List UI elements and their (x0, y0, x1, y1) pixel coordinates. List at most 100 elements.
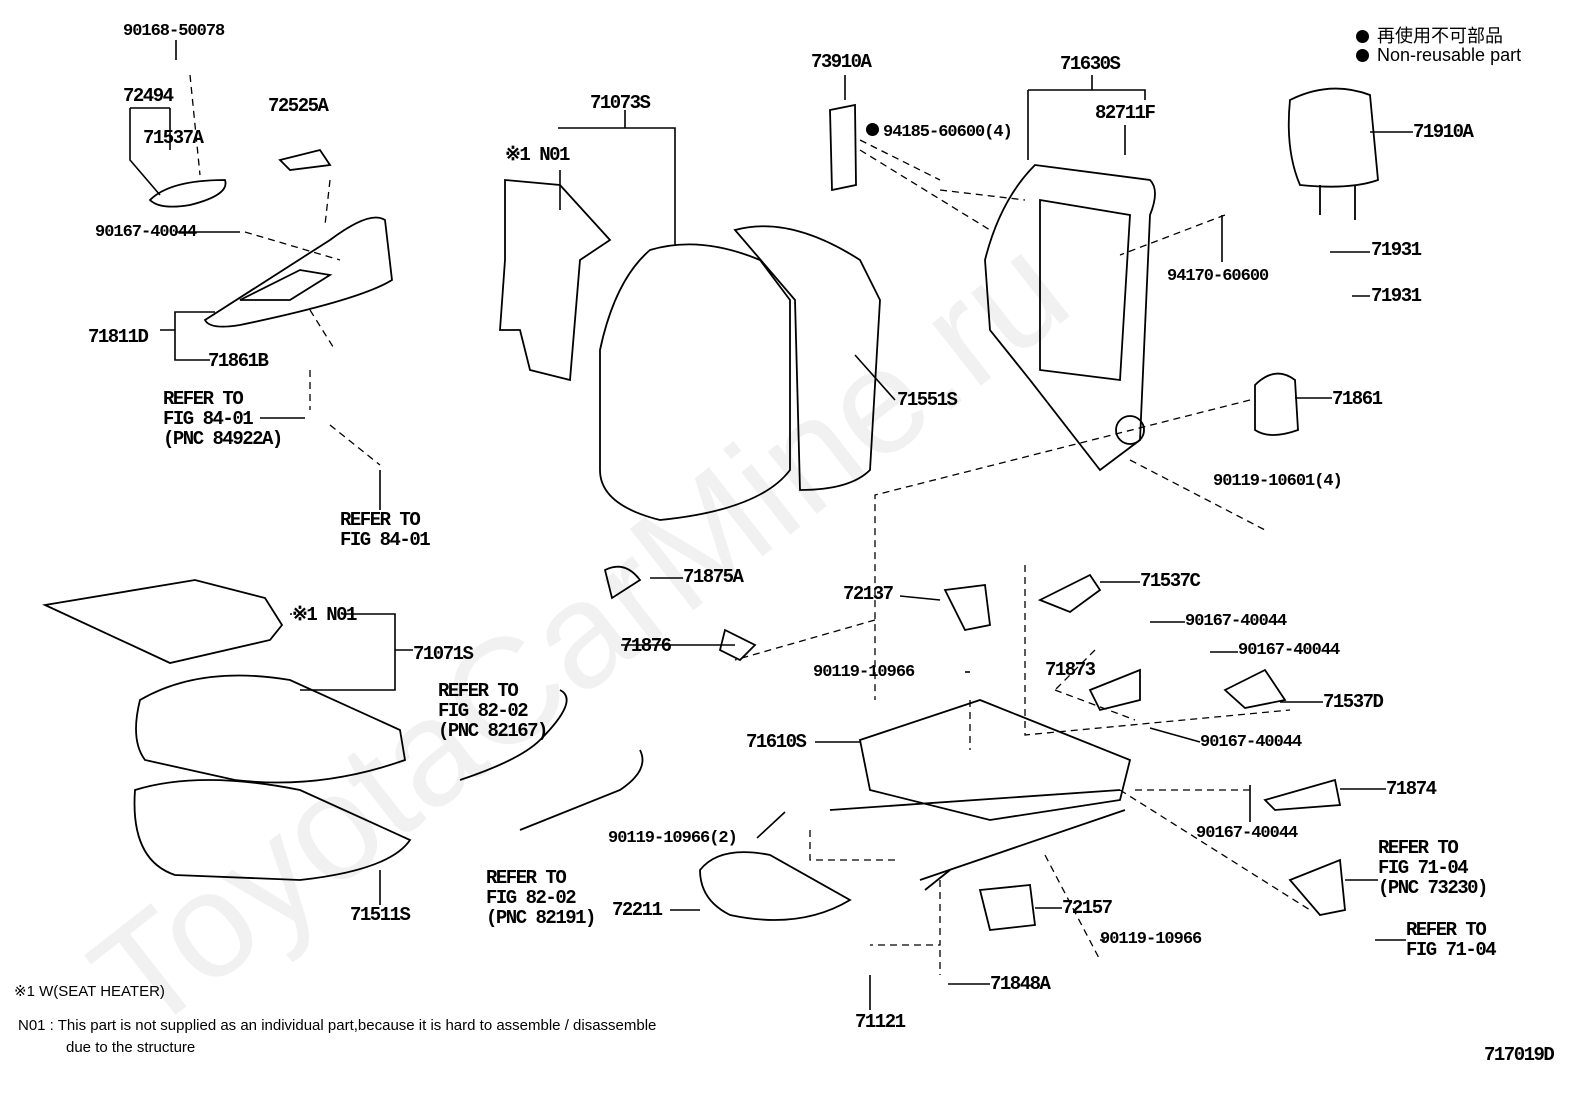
part-label: 72494 (123, 85, 174, 107)
part-label: (PNC 84922A) (163, 428, 283, 450)
filled-circle-icon (1356, 49, 1369, 62)
part-label: (PNC 82167) (438, 721, 548, 741)
part-label: 90119-10966(2) (608, 829, 738, 849)
non-reusable-bullet-icon (866, 123, 879, 136)
footnote-seat-heater: ※1 W(SEAT HEATER) (14, 983, 165, 1000)
part-label-text: 90167-40044 (1238, 641, 1340, 660)
part-label: 71876 (621, 636, 672, 656)
part-label: 72157 (1062, 897, 1113, 919)
part-label: 71910A (1413, 121, 1474, 143)
part-label: 82711F (1095, 103, 1156, 123)
seatback-board (499, 179, 612, 382)
part-label-text: (PNC 73230) (1378, 877, 1488, 899)
part-label: REFER TO (163, 388, 244, 410)
part-label: ※1 N01 (292, 604, 357, 626)
part-label: REFER TO (438, 681, 519, 701)
cushion-pad (133, 779, 412, 881)
armrest-cover (203, 216, 393, 328)
part-label-text: FIG 71-04 (1406, 939, 1497, 961)
part-label: REFER TO (486, 867, 567, 889)
part-label: REFER TO (340, 510, 421, 530)
part-label-text: 72525A (268, 95, 329, 117)
part-label-text: ※1 N01 (292, 604, 357, 626)
part-label: (PNC 73230) (1378, 877, 1488, 899)
part-label: 90167-40044 (1238, 641, 1340, 661)
part-label-text: 71071S (413, 643, 474, 665)
part-label: 90167-40044 (1200, 733, 1302, 753)
part-label-text: 90168-50078 (123, 22, 225, 41)
part-label-text: ※1 N01 (505, 144, 570, 166)
seat-heater-cushion (41, 579, 284, 664)
part-label: 94170-60600 (1167, 267, 1269, 287)
part-label-text: 71931 (1371, 239, 1422, 261)
legend-jp: 再使用不可部品 (1356, 22, 1503, 48)
part-label: 71551S (897, 389, 958, 411)
part-label: FIG 71-04 (1406, 939, 1497, 961)
part-label-text: 94185-60600(4) (883, 123, 1013, 142)
part-label: 94185-60600(4) (866, 123, 1013, 143)
part-label: 71073S (590, 92, 651, 114)
part-label: 90119-10601(4) (1213, 472, 1343, 492)
part-label-text: 71861B (208, 350, 269, 372)
part-label-text: FIG 71-04 (1378, 857, 1469, 879)
part-label: 71071S (413, 643, 474, 665)
part-label-text: REFER TO (163, 388, 244, 410)
part-label-text: 90167-40044 (95, 223, 197, 242)
part-label-text: 71848A (990, 973, 1051, 995)
seat-track-frame (858, 699, 1132, 821)
part-label-text: 71910A (1413, 121, 1474, 143)
part-label-text: 71537D (1323, 691, 1384, 713)
part-label-text: 72137 (843, 583, 894, 605)
part-label: 71537A (143, 128, 204, 148)
part-label: 71873 (1045, 660, 1096, 680)
part-label: 90167-40044 (1196, 824, 1298, 844)
part-label: 72211 (612, 900, 663, 920)
part-label: 71861B (208, 350, 269, 372)
part-label-text: 717019D (1484, 1044, 1555, 1066)
part-label-text: 90119-10966 (813, 663, 915, 682)
seatback-frame (984, 164, 1156, 472)
part-label-text: 71073S (590, 92, 651, 114)
part-label-text: 90119-10966(2) (608, 829, 738, 848)
part-label: 71861 (1332, 388, 1383, 410)
part-label: FIG 71-04 (1378, 857, 1469, 879)
part-label-text: 71610S (746, 731, 807, 753)
part-label-text: 94170-60600 (1167, 267, 1269, 286)
part-label: 71931 (1371, 239, 1422, 261)
part-label: 71610S (746, 731, 807, 753)
part-label: 73910A (811, 52, 872, 72)
dashed-guides (189, 74, 1311, 975)
part-label: 71121 (855, 1011, 906, 1033)
part-label-text: REFER TO (486, 867, 567, 889)
part-label-text: REFER TO (1378, 837, 1459, 859)
part-label-text: FIG 84-01 (163, 408, 254, 430)
part-label-text: 71811D (88, 326, 149, 348)
part-label: 71630S (1060, 54, 1121, 74)
part-label-text: 90167-40044 (1196, 824, 1298, 843)
part-label: 717019D (1484, 1044, 1555, 1066)
part-label: 71511S (350, 904, 411, 926)
part-label-text: 90119-10966 (1100, 930, 1202, 949)
part-label-text: 71931 (1371, 285, 1422, 307)
part-label-text: 71537C (1140, 570, 1201, 592)
part-outlines (41, 87, 1379, 931)
legend-en-text: Non-reusable part (1377, 45, 1522, 65)
part-label: 71537C (1140, 570, 1201, 592)
part-label: 71874 (1386, 778, 1437, 800)
part-label-text: 72494 (123, 85, 174, 107)
part-label-text: 71511S (350, 904, 411, 926)
part-label-text: 71551S (897, 389, 958, 411)
part-label-text: 72157 (1062, 897, 1113, 919)
footnote-n01-cont: due to the structure (66, 1039, 196, 1056)
part-label-text: 71874 (1386, 778, 1437, 800)
part-label-text: (PNC 84922A) (163, 428, 283, 450)
leader-lines (129, 40, 1413, 1010)
part-label: 72137 (843, 583, 894, 605)
part-label-text: FIG 82-02 (486, 887, 577, 909)
part-label: 72525A (268, 95, 329, 117)
part-label: REFER TO (1378, 837, 1459, 859)
part-label-text: 71861 (1332, 388, 1383, 410)
part-label: 71848A (990, 973, 1051, 995)
part-label-text: 71121 (855, 1011, 906, 1033)
